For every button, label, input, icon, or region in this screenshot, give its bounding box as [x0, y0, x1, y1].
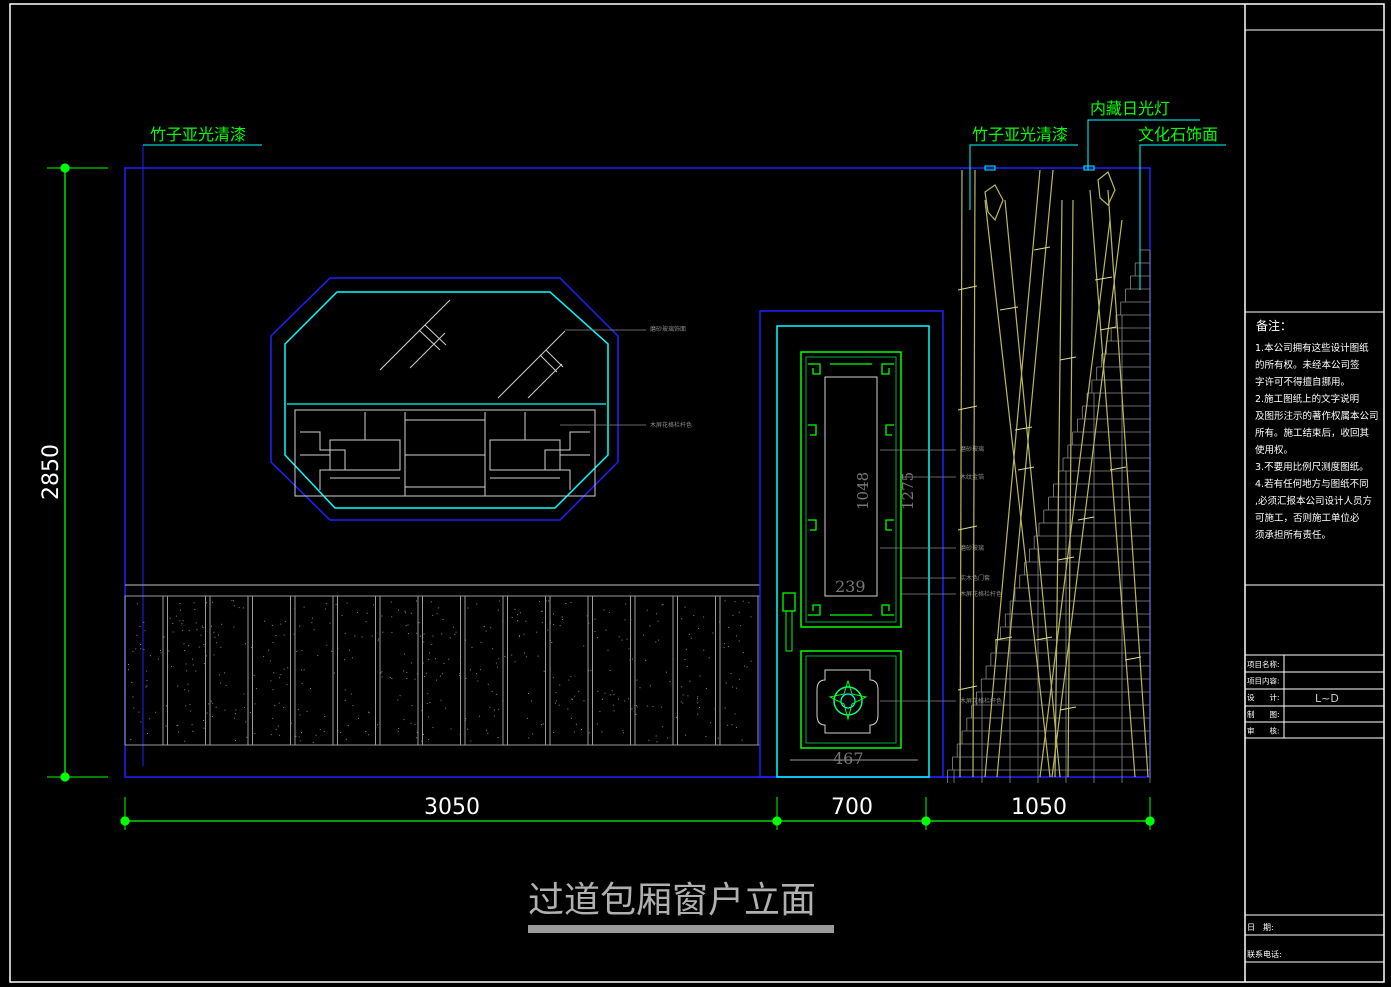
note-line: 须承担所有责任。	[1255, 529, 1331, 541]
door-dim-467: 467	[833, 749, 864, 768]
note-line: 1.本公司拥有这些设计图纸	[1255, 342, 1369, 354]
door-dim-1048: 1048	[854, 472, 872, 510]
dim-width-right: 1050	[1011, 795, 1067, 820]
contact-label: 联系电话:	[1247, 949, 1282, 959]
bamboo-right-label: 竹子亚光清漆	[972, 125, 1068, 144]
dim-width-mid: 700	[831, 795, 873, 820]
bamboo-decor	[957, 169, 1149, 778]
title-block	[1245, 29, 1384, 963]
note-line: 使用权。	[1255, 444, 1293, 456]
bamboo-left-label: 竹子亚光清漆	[150, 125, 246, 144]
note-line: 所有。施工结束后，收回其	[1255, 427, 1370, 439]
dim-height: 2850	[39, 444, 64, 500]
wall-outline	[124, 167, 1151, 778]
note-line: ,必须汇报本公司设计人员方	[1255, 495, 1372, 507]
top-leaders	[143, 119, 1226, 290]
octagonal-window	[270, 277, 646, 521]
title-block-row-label: 项目内容:	[1247, 676, 1280, 686]
door-b-note: 木纹金箔	[960, 473, 984, 481]
wainscot-panels	[124, 584, 760, 746]
title-block-row-value: L~D	[1315, 692, 1339, 705]
drawing-title: 过道包厢窗户立面	[528, 880, 816, 921]
drawing-frame	[9, 3, 1385, 983]
note-line: 及图形注示的著作权属本公司	[1255, 410, 1379, 422]
door-glass-note: 磨砂玻璃	[960, 445, 984, 453]
door-dim-239: 239	[835, 577, 866, 596]
notes-title: 备注：	[1256, 318, 1292, 333]
culture-stone-label: 文化石饰面	[1138, 125, 1218, 144]
horizontal-dimension	[120, 797, 1155, 830]
culture-stone-wall	[947, 249, 1151, 783]
title-block-row-label: 审 核:	[1247, 725, 1280, 735]
note-line: 可施工，否则施工单位必	[1255, 512, 1360, 524]
dim-width-left: 3050	[424, 795, 480, 820]
vertical-dimension	[47, 163, 108, 782]
window-lattice-note: 木屏花格栏杆色	[650, 421, 692, 429]
date-label: 日 期:	[1247, 923, 1274, 932]
door-e-note: 木屏花格栏杆色	[960, 590, 1002, 598]
door	[759, 310, 956, 778]
note-line: 3.不要用比例尺测度图纸。	[1255, 461, 1369, 473]
note-line: 4.若有任何地方与图纸不同	[1255, 478, 1369, 490]
note-line: 的所有权。未经本公司签	[1255, 359, 1360, 371]
title-underline	[528, 925, 834, 933]
hidden-light-label: 内藏日光灯	[1090, 99, 1170, 118]
title-block-row-label: 项目名称:	[1247, 659, 1280, 669]
note-line: 2.施工图纸上的文字说明	[1255, 393, 1359, 405]
title-block-row-label: 设 计:	[1247, 692, 1280, 702]
door-d-note: 实木色门套	[960, 574, 990, 582]
door-dim-1275: 1275	[899, 472, 917, 510]
window-glass-note: 磨砂玻璃饰面	[650, 325, 686, 333]
title-block-rows: 项目名称: 项目内容: 设 计: L~D 制 图: 审 核:	[1247, 659, 1339, 735]
door-c-note: 磨砂玻璃	[960, 544, 984, 552]
door-f-note: 木屏花格栏杆色	[960, 697, 1002, 705]
note-line: 字许可不得擅自挪用。	[1255, 376, 1350, 388]
title-block-row-label: 制 图:	[1247, 709, 1280, 719]
